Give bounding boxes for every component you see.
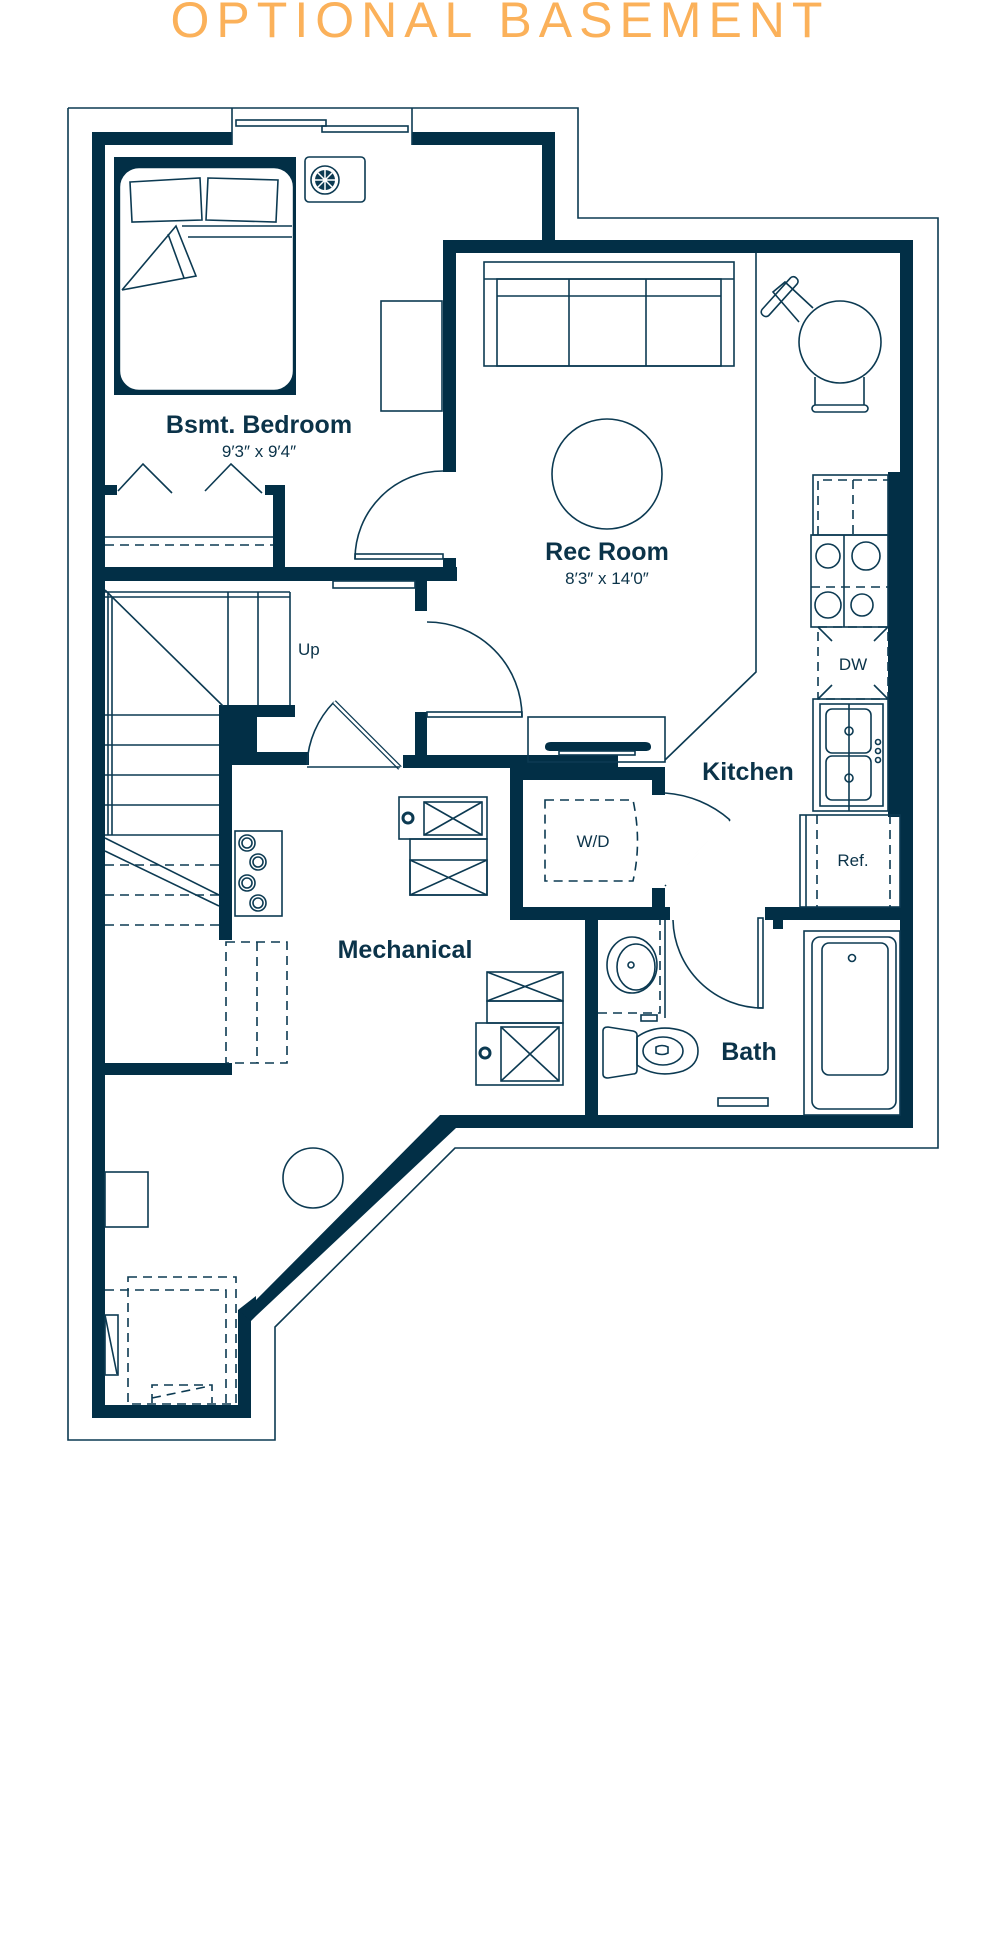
bed <box>114 157 296 395</box>
coffee-table <box>551 418 663 530</box>
laundry-door <box>664 792 731 887</box>
bedroom-door <box>354 470 444 560</box>
mechanical-equipment <box>225 796 564 1086</box>
refrigerator-label: Ref. <box>837 851 868 870</box>
tv-stand <box>527 716 666 763</box>
room-label-bedroom: Bsmt. Bedroom <box>166 411 352 439</box>
dresser <box>380 300 443 412</box>
nightstand <box>304 156 366 203</box>
stove <box>810 534 889 628</box>
washer-dryer <box>544 799 639 882</box>
room-dims-bedroom: 9′3″ x 9′4″ <box>222 442 296 461</box>
bath-fixtures <box>598 917 901 1116</box>
washer-dryer-label: W/D <box>576 832 609 851</box>
hall-doors <box>306 580 523 770</box>
staircase <box>104 589 291 926</box>
storage-area <box>104 1147 344 1405</box>
dishwasher-label: DW <box>839 655 867 674</box>
refrigerator <box>799 814 901 908</box>
closet-bifold-doors <box>105 462 273 546</box>
room-label-bath: Bath <box>721 1038 777 1066</box>
kitchen-counter <box>810 474 889 812</box>
exterior-outline <box>67 107 939 1441</box>
kitchen-divider-line <box>664 253 757 761</box>
walls <box>92 132 913 1418</box>
plan-title: OPTIONAL BASEMENT <box>170 0 830 48</box>
stairs-up-label: Up <box>298 640 320 659</box>
room-label-mechanical: Mechanical <box>338 936 473 964</box>
sofa <box>483 261 735 367</box>
room-dims-rec-room: 8′3″ x 14′0″ <box>565 569 649 588</box>
dining-table <box>760 275 882 413</box>
bedroom-window <box>231 108 413 145</box>
room-label-kitchen: Kitchen <box>702 758 794 786</box>
room-label-rec-room: Rec Room <box>545 538 669 566</box>
